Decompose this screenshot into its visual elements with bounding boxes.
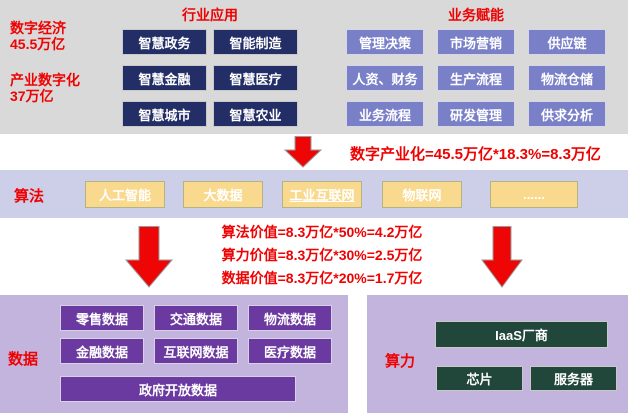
algorithm-chip: 物联网: [382, 181, 462, 208]
industry-chip: 智慧政务: [122, 29, 207, 55]
industry-digitalization-value: 37万亿: [10, 88, 54, 104]
industry-chip: 智慧城市: [122, 101, 207, 127]
compute-panel-label: 算力: [385, 353, 416, 370]
algorithm-chip: 大数据: [183, 181, 263, 208]
business-chip: 人资、财务: [346, 65, 424, 91]
top-section: 数字经济 45.5万亿 产业数字化 37万亿 行业应用 智慧政务 智能制造 智慧…: [0, 0, 628, 134]
business-chip: 市场营销: [437, 29, 515, 55]
algorithm-chip: 工业互联网: [282, 181, 362, 208]
chip-vendor-chip: 芯片: [436, 366, 523, 391]
business-enablement-group: 管理决策 市场营销 供应链 人资、财务 生产流程 物流仓储 业务流程 研发管理 …: [346, 29, 606, 127]
digital-economy-value: 45.5万亿: [10, 36, 66, 52]
data-value-formula: 数据价值=8.3万亿*20%=1.7万亿: [221, 270, 423, 286]
industry-chip: 智慧金融: [122, 65, 207, 91]
data-panel-label: 数据: [8, 351, 39, 368]
data-chip-grid: 零售数据 交通数据 物流数据 金融数据 互联网数据 医疗数据: [60, 305, 332, 364]
compute-panel: 算力 IaaS厂商 芯片 服务器: [367, 295, 628, 413]
iaas-vendor-chip: IaaS厂商: [435, 321, 608, 348]
business-enablement-title: 业务赋能: [448, 7, 504, 23]
value-formulas: 算法价值=8.3万亿*50%=4.2万亿 算力价值=8.3万亿*30%=2.5万…: [192, 221, 452, 290]
digital-economy-stat: 数字经济 45.5万亿: [10, 20, 66, 52]
algorithm-chip: 人工智能: [85, 181, 165, 208]
business-chip: 业务流程: [346, 101, 424, 127]
algorithm-chip-label: 工业互联网: [289, 188, 355, 203]
algorithm-value-formula: 算法价值=8.3万亿*50%=4.2万亿: [221, 224, 423, 240]
industry-digitalization-label: 产业数字化: [10, 72, 80, 88]
compute-value-formula: 算力价值=8.3万亿*30%=2.5万亿: [221, 247, 423, 263]
business-chip: 管理决策: [346, 29, 424, 55]
government-open-data-chip: 政府开放数据: [60, 376, 296, 402]
business-chip: 研发管理: [437, 101, 515, 127]
industry-chip: 智慧农业: [213, 101, 298, 127]
digital-economy-label: 数字经济: [10, 20, 66, 36]
industry-digitalization-stat: 产业数字化 37万亿: [10, 72, 80, 104]
data-chip: 零售数据: [60, 305, 144, 331]
down-arrow-icon: [125, 226, 173, 288]
data-chip: 交通数据: [154, 305, 238, 331]
industry-application-group: 智慧政务 智能制造 智慧金融 智慧医疗 智慧城市 智慧农业: [122, 29, 298, 127]
algorithm-label: 算法: [14, 188, 45, 205]
industry-chip: 智慧医疗: [213, 65, 298, 91]
industry-application-title: 行业应用: [182, 7, 238, 23]
data-chip: 互联网数据: [154, 338, 238, 364]
algorithm-band: 算法 人工智能 大数据 工业互联网 物联网 ......: [0, 170, 628, 218]
business-chip: 供应链: [528, 29, 606, 55]
data-chip: 物流数据: [248, 305, 332, 331]
data-panel: 数据 零售数据 交通数据 物流数据 金融数据 互联网数据 医疗数据 政府开放数据: [0, 295, 348, 413]
algorithm-chip: ......: [490, 181, 578, 208]
data-chip: 医疗数据: [248, 338, 332, 364]
down-arrow-icon: [284, 136, 322, 168]
business-chip: 生产流程: [437, 65, 515, 91]
down-arrow-icon: [481, 226, 523, 288]
server-vendor-chip: 服务器: [530, 366, 617, 391]
digital-industrialization-formula: 数字产业化=45.5万亿*18.3%=8.3万亿: [350, 146, 601, 163]
business-chip: 供求分析: [528, 101, 606, 127]
data-chip: 金融数据: [60, 338, 144, 364]
industry-chip: 智能制造: [213, 29, 298, 55]
business-chip: 物流仓储: [528, 65, 606, 91]
